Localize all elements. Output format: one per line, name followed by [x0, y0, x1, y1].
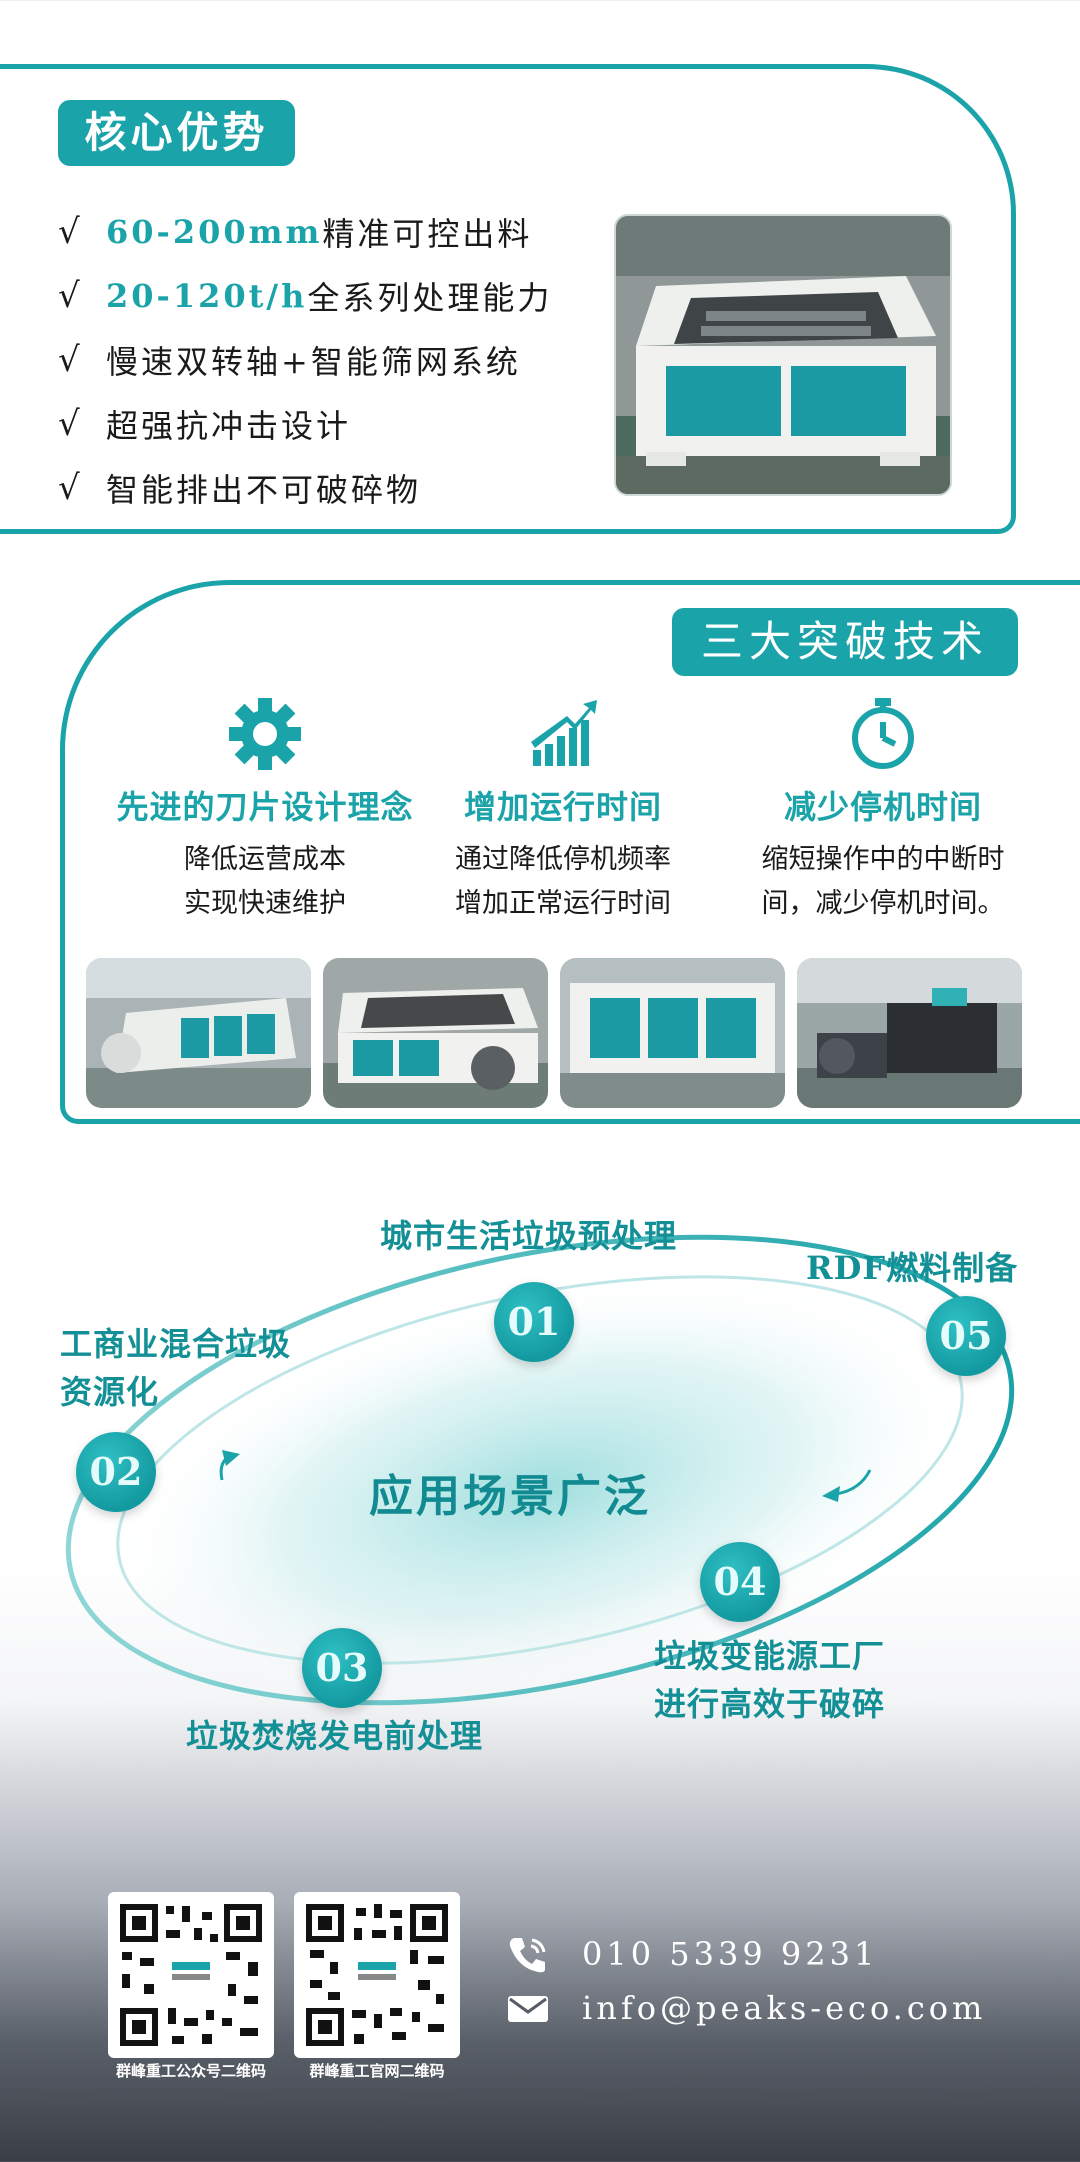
tech-desc-line: 通过降低停机频率 — [455, 844, 671, 875]
check-mark-icon: √ — [58, 212, 83, 252]
shredder-photo — [614, 214, 952, 496]
tech-desc-line: 间，减少停机时间。 — [761, 888, 1005, 919]
phone-contact[interactable]: 010 5339 9231 — [504, 1934, 878, 1974]
tech-desc-line: 降低运营成本 — [184, 844, 346, 875]
advantage-item: √ 慢速双转轴+智能筛网系统 — [58, 328, 552, 392]
email-address: info@peaks-eco.com — [582, 1989, 987, 2027]
advantage-highlight: 20-120t/h — [106, 277, 308, 315]
tech-description: 缩短操作中的中断时 间，减少停机时间。 — [718, 838, 1048, 926]
tech-item-downtime: 减少停机时间 缩短操作中的中断时 间，减少停机时间。 — [718, 694, 1048, 926]
tech-heading: 先进的刀片设计理念 — [116, 788, 414, 826]
app-label-02: 工商业混合垃圾 资源化 — [60, 1320, 291, 1416]
advantage-highlight: 60-200mm — [106, 213, 323, 251]
tech-item-uptime: 增加运行时间 通过降低停机频率 增加正常运行时间 — [398, 694, 728, 926]
check-mark-icon: √ — [58, 340, 83, 380]
tech-description: 通过降低停机频率 增加正常运行时间 — [398, 838, 728, 926]
check-mark-icon: √ — [58, 276, 83, 316]
app-label-03: 垃圾焚烧发电前处理 — [186, 1717, 484, 1755]
tech-desc-line: 增加正常运行时间 — [455, 888, 671, 919]
gear-icon — [229, 698, 301, 770]
product-photo — [323, 958, 548, 1108]
app-label-line: 工商业混合垃圾 — [60, 1325, 292, 1363]
product-photo — [86, 958, 311, 1108]
product-photo — [560, 958, 785, 1108]
app-node-04: 04 — [700, 1542, 780, 1622]
advantage-text: 慢速双转轴+智能筛网系统 — [106, 343, 521, 381]
advantage-item: √ 智能排出不可破碎物 — [58, 456, 552, 520]
phone-number: 010 5339 9231 — [582, 1935, 879, 1973]
qr-caption: 群峰重工公众号二维码 — [115, 2062, 266, 2080]
app-node-03: 03 — [302, 1628, 382, 1708]
tech-heading: 减少停机时间 — [783, 788, 982, 826]
advantage-text: 超强抗冲击设计 — [106, 407, 352, 445]
wechat-qr-code[interactable] — [108, 1892, 274, 2058]
mail-icon — [508, 1996, 548, 2022]
app-node-01: 01 — [494, 1282, 574, 1362]
advantages-list: √ 60-200mm 精准可控出料 √ 20-120t/h 全系列处理能力 √ … — [58, 200, 552, 520]
advantage-item: √ 20-120t/h 全系列处理能力 — [58, 264, 552, 328]
app-label-01: 城市生活垃圾预处理 — [380, 1217, 678, 1255]
advantages-title: 核心优势 — [58, 100, 295, 166]
tech-heading: 增加运行时间 — [463, 788, 662, 826]
app-label-04: 垃圾变能源工厂 进行高效于破碎 — [654, 1632, 885, 1728]
tech-desc-line: 实现快速维护 — [184, 888, 346, 919]
app-node-05: 05 — [926, 1296, 1006, 1376]
phone-icon — [509, 1938, 546, 1973]
advantage-text: 精准可控出料 — [322, 215, 533, 253]
app-label-line: 资源化 — [60, 1373, 160, 1411]
stopwatch-icon — [852, 698, 914, 769]
app-node-02: 02 — [76, 1432, 156, 1512]
growth-chart-icon — [531, 700, 597, 766]
qr-caption: 群峰重工官网二维码 — [309, 2062, 445, 2080]
tech-desc-line: 缩短操作中的中断时 — [761, 844, 1005, 875]
app-label-line: 进行高效于破碎 — [654, 1685, 886, 1723]
website-qr-code[interactable] — [294, 1892, 460, 2058]
advantage-text: 全系列处理能力 — [307, 279, 553, 317]
advantage-item: √ 超强抗冲击设计 — [58, 392, 552, 456]
app-label-line: 垃圾变能源工厂 — [654, 1637, 886, 1675]
advantages-frame — [0, 64, 1016, 534]
app-label-05: RDF燃料制备 — [806, 1249, 1019, 1287]
tech-description: 降低运营成本 实现快速维护 — [100, 838, 430, 926]
tech-item-blade: 先进的刀片设计理念 降低运营成本 实现快速维护 — [100, 694, 430, 926]
check-mark-icon: √ — [58, 404, 83, 444]
product-photo — [797, 958, 1022, 1108]
email-contact[interactable]: info@peaks-eco.com — [504, 1988, 986, 2028]
check-mark-icon: √ — [58, 468, 83, 508]
applications-center-title: 应用场景广泛 — [369, 1471, 651, 1522]
advantage-text: 智能排出不可破碎物 — [106, 471, 422, 509]
tech-frame — [60, 580, 1080, 1124]
tech-title: 三大突破技术 — [672, 608, 1018, 676]
advantage-item: √ 60-200mm 精准可控出料 — [58, 200, 552, 264]
product-photo-row — [86, 958, 1022, 1108]
